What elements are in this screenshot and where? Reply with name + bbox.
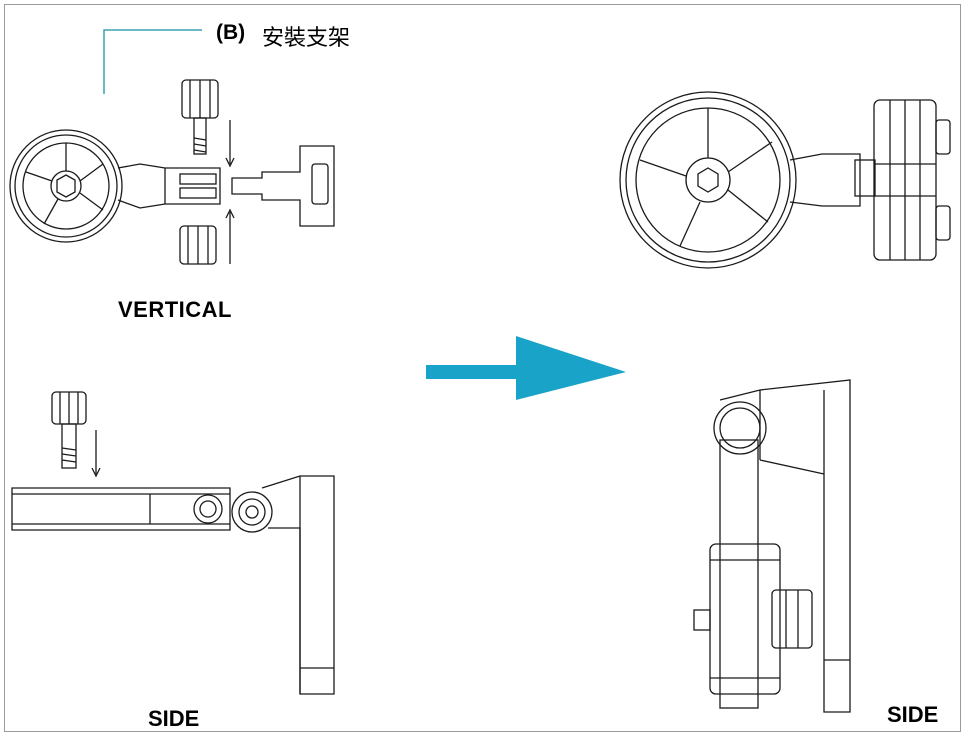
diagram-frame xyxy=(4,4,961,732)
leader-line xyxy=(103,29,202,94)
side-exploded-view xyxy=(11,391,335,695)
callout-label-text: 安裝支架 xyxy=(262,26,351,51)
vertical-assembled-view xyxy=(619,91,951,269)
side-label-left: SIDE xyxy=(148,706,200,731)
side-label-right: SIDE xyxy=(887,702,939,727)
vertical-exploded-view xyxy=(9,79,335,265)
callout-label-prefix: (B) xyxy=(216,21,246,44)
direction-arrow xyxy=(426,336,626,400)
side-assembled-view xyxy=(693,379,851,713)
vertical-label: VERTICAL xyxy=(118,297,232,322)
